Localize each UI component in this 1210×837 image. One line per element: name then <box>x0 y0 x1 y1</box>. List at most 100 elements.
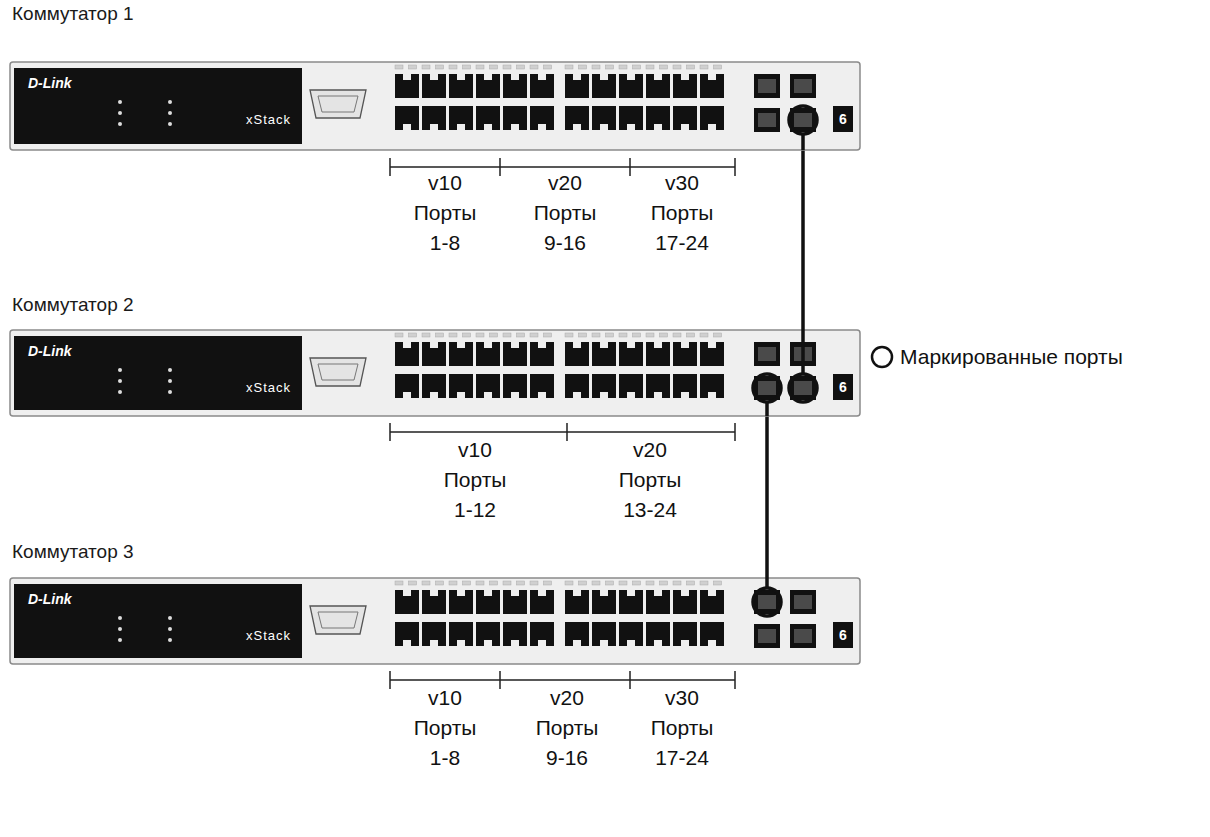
series-label: xStack <box>246 380 291 396</box>
unit-display <box>833 374 853 400</box>
tagged-port-mark <box>753 588 781 616</box>
port-led <box>579 581 587 585</box>
rj45-notch <box>538 392 546 398</box>
rj45-notch <box>511 590 519 596</box>
ports-caption: Порты <box>444 467 507 493</box>
status-led <box>168 368 172 372</box>
rj45-notch <box>430 74 438 80</box>
rj45-notch <box>573 640 581 646</box>
trunk-link <box>801 150 805 293</box>
rj45-notch <box>708 342 716 348</box>
console-port <box>318 96 358 112</box>
port-led <box>517 581 525 585</box>
rj45-port <box>700 622 724 646</box>
trunk-cable <box>801 134 805 150</box>
port-led <box>592 65 600 69</box>
rj45-notch <box>457 342 465 348</box>
rj45-port <box>646 342 670 366</box>
status-led <box>118 627 122 631</box>
status-led <box>118 616 122 620</box>
rj45-notch <box>538 640 546 646</box>
rj45-port <box>503 622 527 646</box>
rj45-port <box>592 590 616 614</box>
sfp-port <box>794 595 812 609</box>
unit-number: 6 <box>833 374 853 400</box>
port-led <box>395 65 403 69</box>
port-led <box>490 333 498 337</box>
port-led <box>503 65 511 69</box>
port-led <box>503 333 511 337</box>
port-led <box>579 333 587 337</box>
rj45-port <box>673 106 697 130</box>
port-led <box>517 65 525 69</box>
rj45-notch <box>457 124 465 130</box>
port-led <box>463 581 471 585</box>
rj45-notch <box>600 640 608 646</box>
port-led <box>619 65 627 69</box>
sfp-port <box>794 79 812 93</box>
sfp-port <box>790 74 816 98</box>
rj45-port <box>646 374 670 398</box>
port-led <box>544 333 552 337</box>
rj45-port <box>700 106 724 130</box>
rj45-notch <box>430 342 438 348</box>
rj45-port <box>476 590 500 614</box>
vlan-name: v10 <box>428 170 462 196</box>
rj45-notch <box>708 590 716 596</box>
vlan-name: v20 <box>633 437 667 463</box>
switch-chassis <box>10 293 860 416</box>
rj45-port <box>530 622 554 646</box>
status-led <box>118 368 122 372</box>
brand-label: D-Link <box>28 590 72 608</box>
port-led <box>714 333 722 337</box>
port-led <box>490 65 498 69</box>
port-led <box>673 581 681 585</box>
trunk-cable <box>801 293 805 374</box>
rj45-port <box>476 74 500 98</box>
port-led <box>409 581 417 585</box>
rj45-notch <box>708 640 716 646</box>
rj45-notch <box>600 342 608 348</box>
rj45-port <box>530 374 554 398</box>
rj45-notch <box>538 124 546 130</box>
rj45-notch <box>484 74 492 80</box>
port-led <box>646 333 654 337</box>
rj45-port <box>422 74 446 98</box>
rj45-port <box>449 106 473 130</box>
console-port <box>318 612 358 628</box>
status-led <box>118 111 122 115</box>
port-led <box>619 333 627 337</box>
console-port <box>310 606 366 634</box>
rj45-port <box>476 622 500 646</box>
rj45-port <box>503 106 527 130</box>
sfp-port <box>754 342 780 366</box>
rj45-port <box>619 342 643 366</box>
series-label: xStack <box>246 112 291 128</box>
rj45-notch <box>573 392 581 398</box>
port-led <box>673 65 681 69</box>
sfp-port <box>758 595 776 609</box>
ports-caption: Порты <box>414 200 477 226</box>
port-led <box>700 581 708 585</box>
rj45-notch <box>457 590 465 596</box>
port-led <box>409 65 417 69</box>
port-led <box>592 333 600 337</box>
status-led <box>118 100 122 104</box>
rj45-port <box>422 374 446 398</box>
sfp-port <box>794 629 812 643</box>
rj45-notch <box>511 124 519 130</box>
rj45-port <box>395 74 419 98</box>
rj45-port <box>592 106 616 130</box>
port-led <box>530 581 538 585</box>
rj45-notch <box>484 392 492 398</box>
rj45-port <box>422 106 446 130</box>
rj45-notch <box>681 124 689 130</box>
port-range: 9-16 <box>546 745 588 771</box>
status-led <box>168 379 172 383</box>
switch-title: Коммутатор 2 <box>12 293 134 317</box>
rj45-notch <box>654 124 662 130</box>
rj45-port <box>449 74 473 98</box>
trunk-cable <box>765 540 769 588</box>
vlan-name: v30 <box>665 685 699 711</box>
port-led <box>463 65 471 69</box>
